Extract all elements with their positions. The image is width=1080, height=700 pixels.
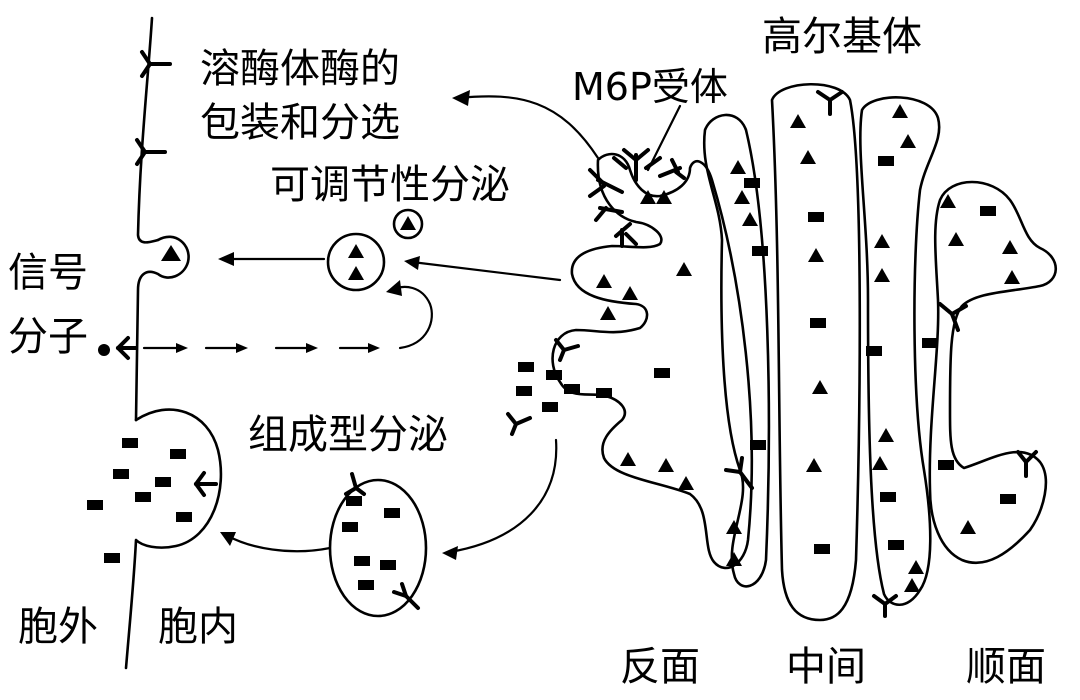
small-secretory-vesicle [392,208,424,240]
y-receptor-icon [938,302,968,332]
m6p-receptor-cluster-icon [588,148,686,248]
outside-label: 胞外 [18,604,98,650]
y-receptor-icon [140,50,172,78]
square-icon [155,477,171,487]
y-receptor-icon [135,138,167,166]
y-receptor-icon [1016,450,1038,478]
triangle-icon [348,244,364,258]
arrow-constitutive-release [226,534,332,553]
membrane-fused-secretory-vesicle [124,408,223,670]
arrow-regulated-bud [410,260,562,282]
labels: 高尔基体 M6P受体 溶酶体酶的 包装和分选 可调节性分泌 信号 分子 组成型分… [8,14,1046,690]
golgi-label: 高尔基体 [762,14,922,60]
square-icon [113,469,129,479]
golgi-stack [551,83,1057,622]
m6p-receptor-label: M6P受体 [572,65,728,109]
lysosome-label-line2: 包装和分选 [200,100,400,146]
golgi-cisterna-4 [859,96,941,607]
membrane-receptors [98,50,172,360]
square-icon [170,449,186,459]
square-icon [135,492,151,502]
golgi-cisterna-medial [770,83,862,622]
triangle-icon [161,245,181,261]
fused-vesicle-cargo [87,438,218,563]
square-icon [176,512,192,522]
triangle-icon [348,266,364,280]
membrane-pocket [134,235,190,422]
golgi-triangles [596,104,1020,592]
golgi-squares [516,156,1016,554]
arrow-lysosome [456,95,600,160]
golgi-receptors [506,90,1038,618]
regulated-secretion-label: 可调节性分泌 [270,162,510,208]
y-receptor-icon [116,336,138,360]
y-receptor-icon [724,456,754,490]
square-icon [104,553,120,563]
medial-label: 中间 [786,644,866,690]
constitutive-vesicle [328,472,428,618]
m6p-pointer-line [646,104,682,172]
y-receptor-icon [506,412,532,436]
signal-dashed-arrow [142,280,433,353]
triangle-icon [400,216,416,230]
regulated-secretory-vesicle [326,232,386,292]
y-receptor-icon [872,594,898,618]
cis-face-label: 顺面 [966,644,1046,690]
constitutive-secretory-vesicle [328,478,428,618]
y-receptor-icon [194,471,218,497]
arrow-head-icon [452,90,470,106]
y-receptor-icon [344,472,366,496]
lysosome-label-line1: 溶酶体酶的 [200,46,400,92]
arrow-head-icon [218,252,234,266]
regulated-vesicles [326,208,424,292]
y-receptor-icon [816,90,844,116]
inside-label: 胞内 [158,604,238,650]
constitutive-secretion-label: 组成型分泌 [248,412,448,458]
signal-label-line2: 分子 [8,314,88,360]
golgi-cisterna-cis [928,180,1057,565]
arrow-head-icon [404,256,420,270]
y-receptor-icon [554,338,580,362]
golgi-cisterna-2 [702,113,771,588]
golgi-cisterna-trans-outer [551,152,754,570]
arrow-constitutive-bud [448,438,558,554]
pathway-arrows [142,90,682,560]
square-icon [122,438,138,448]
y-receptor-icon [392,582,420,610]
arrow-head-icon [442,546,458,560]
square-icon [87,500,103,510]
dot-icon [98,344,110,356]
signal-label-line1: 信号 [8,250,88,296]
trans-face-label: 反面 [620,644,700,690]
arrow-head-icon [220,532,236,546]
